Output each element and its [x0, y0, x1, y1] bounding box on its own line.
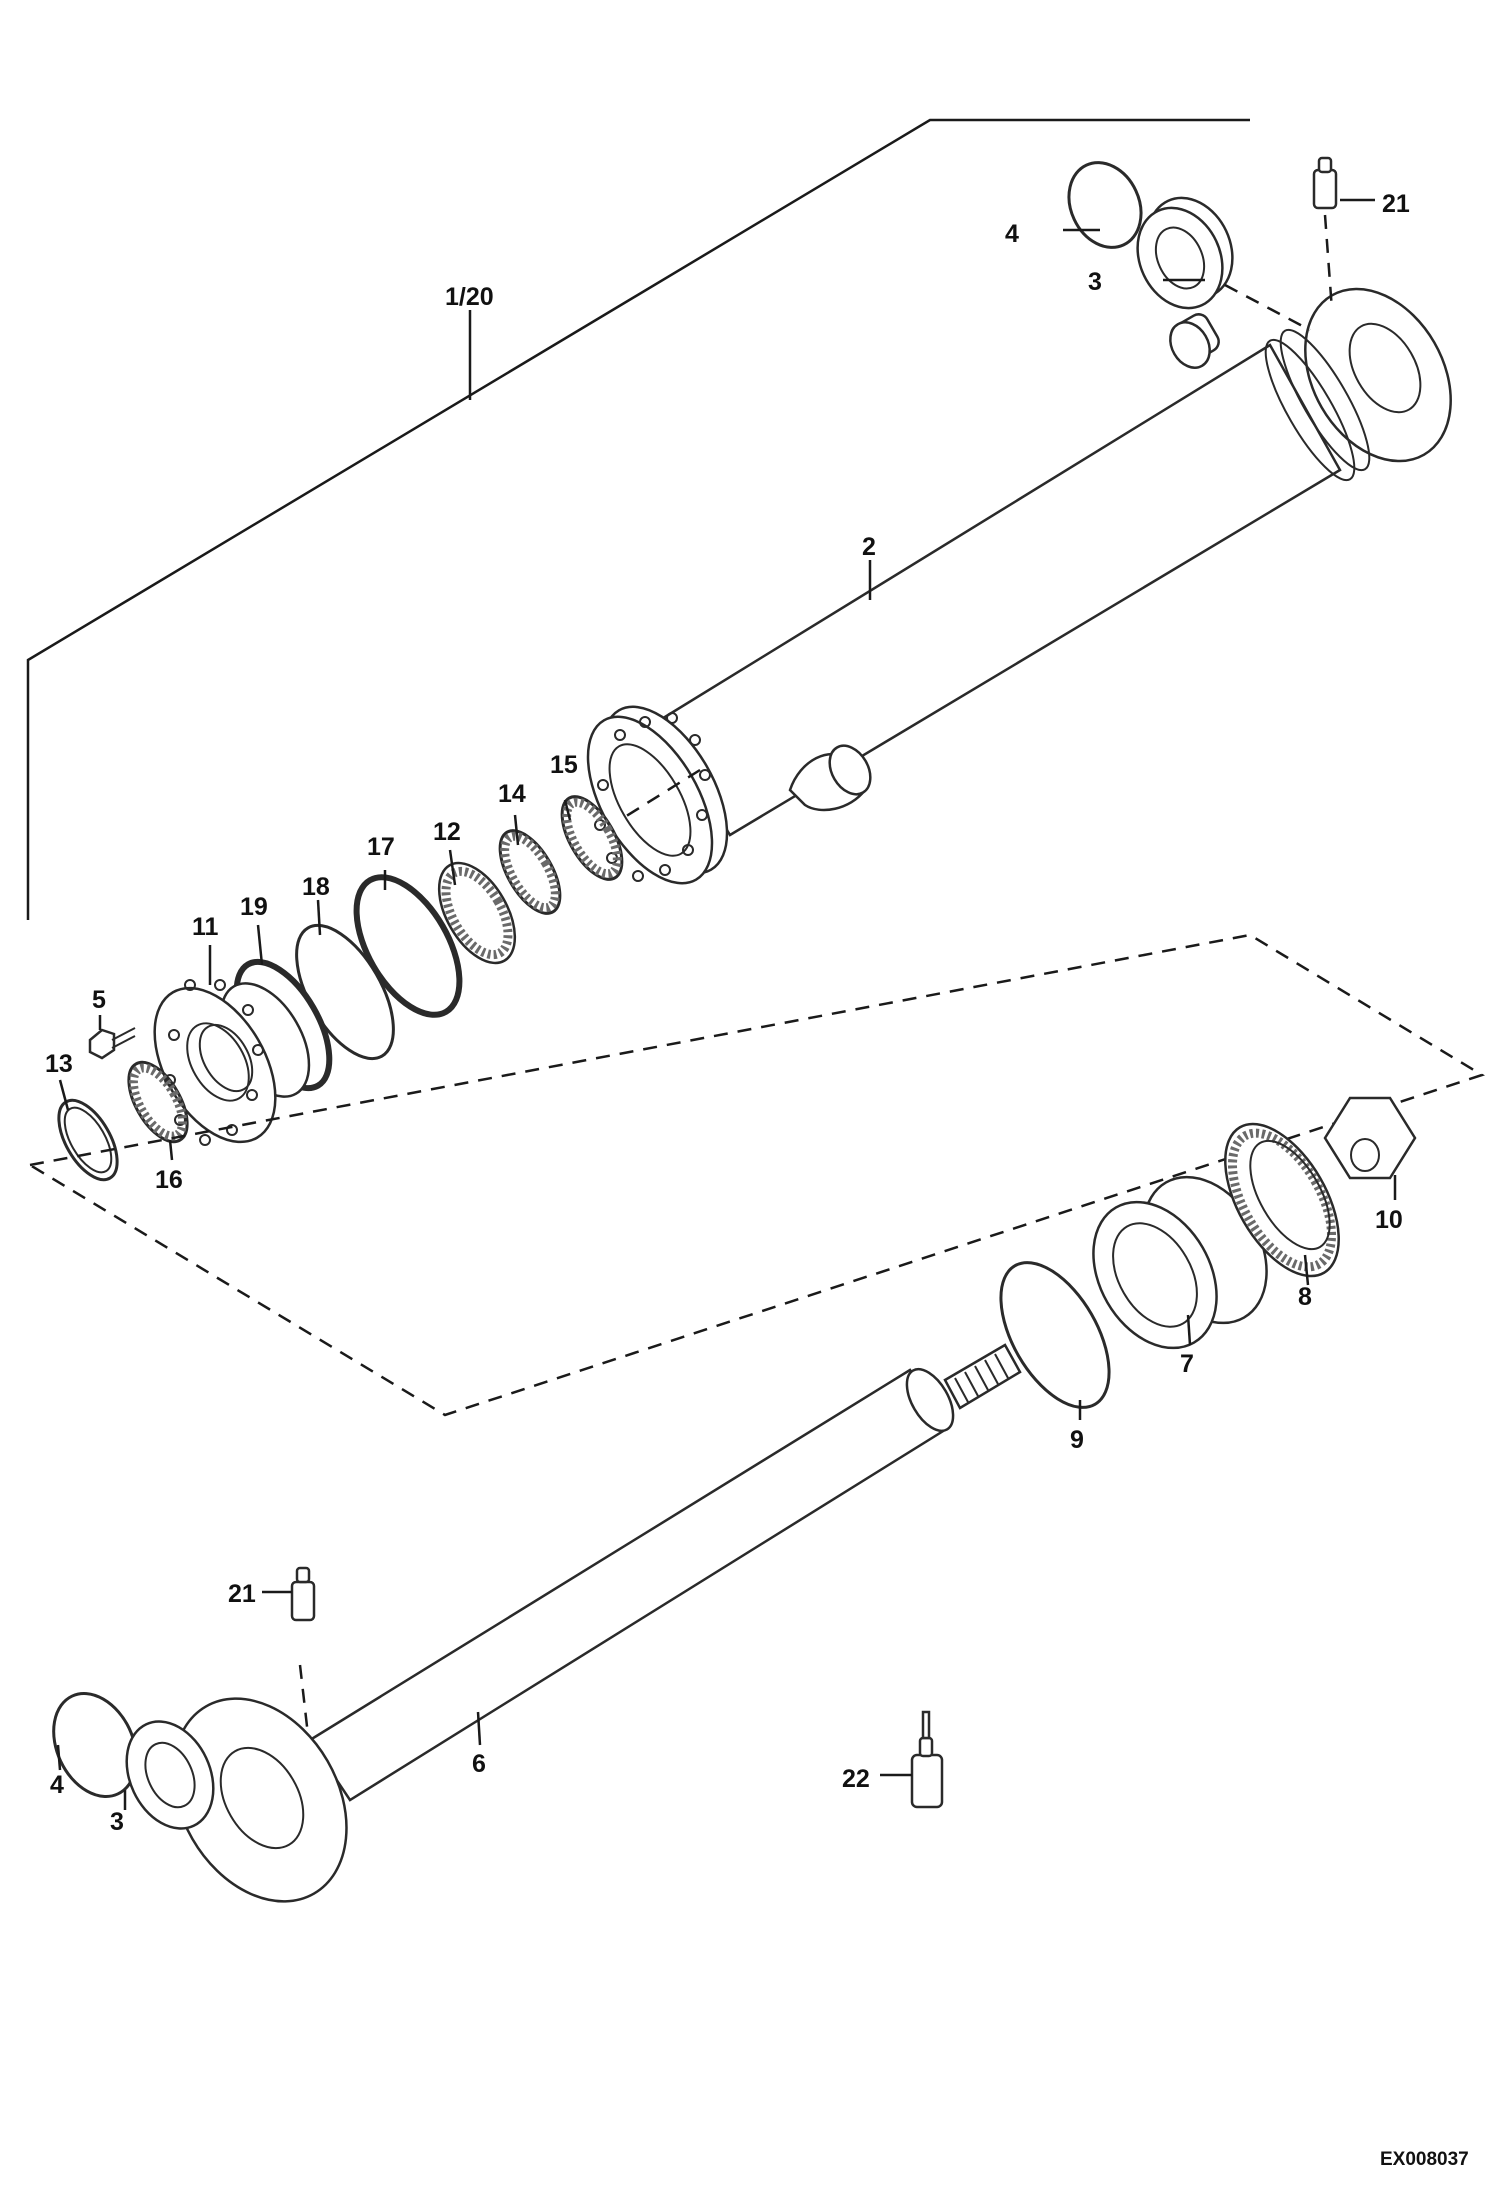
assembly-bracket [26, 118, 1250, 920]
bolt-5 [88, 1027, 136, 1060]
callout-14: 14 [498, 780, 526, 808]
sealant-tube-22 [910, 1710, 944, 1809]
ring-8 [1224, 1122, 1340, 1278]
top-eye-parts [1067, 156, 1338, 332]
bushing-bottom [125, 1720, 215, 1830]
nut-10 [1323, 1096, 1417, 1180]
ring-9 [999, 1261, 1111, 1409]
callout-11: 11 [192, 913, 219, 941]
head-bolt-holes [164, 979, 264, 1146]
cylinder-head-11 [153, 986, 277, 1144]
callout-1-20: 1/20 [445, 283, 494, 311]
callout-16: 16 [155, 1166, 183, 1194]
callout-3-bottom: 3 [110, 1808, 124, 1836]
callout-4-bottom: 4 [50, 1771, 64, 1799]
callout-5: 5 [92, 986, 106, 1014]
thread [954, 1353, 1009, 1403]
callout-21-bottom: 21 [228, 1580, 256, 1608]
callout-9: 9 [1070, 1426, 1084, 1454]
callout-15: 15 [550, 751, 578, 779]
callout-labels: 1/20 2 3 3 4 4 5 6 7 8 9 10 11 12 13 14 … [45, 190, 1469, 2170]
bottom-eye-parts [52, 1566, 316, 1830]
seal-12 [437, 861, 517, 965]
ring-13 [57, 1098, 119, 1182]
o-ring-17 [353, 874, 463, 1018]
callout-3-top: 3 [1088, 268, 1102, 296]
callout-6: 6 [472, 1750, 486, 1778]
callout-12: 12 [433, 818, 461, 846]
callout-19: 19 [240, 893, 268, 921]
snap-ring-bottom [52, 1691, 138, 1799]
callout-10: 10 [1375, 1206, 1403, 1234]
piston-7 [1092, 1200, 1218, 1350]
piston-parts [999, 1096, 1417, 1409]
seal-stack [57, 768, 701, 1182]
callout-2: 2 [862, 533, 876, 561]
callout-18: 18 [302, 873, 330, 901]
grease-nipple-top [1312, 156, 1338, 210]
cylinder-tube [586, 287, 1452, 885]
leader-lines [56, 198, 1397, 1810]
callout-22: 22 [842, 1765, 870, 1793]
flange-bolt-holes [594, 712, 711, 882]
piston-rod [172, 1343, 1022, 1903]
piston-group-outline [26, 933, 1485, 1417]
grease-nipple-bottom [290, 1566, 316, 1622]
callout-8: 8 [1298, 1283, 1312, 1311]
callout-4-top: 4 [1005, 220, 1019, 248]
callout-7: 7 [1180, 1350, 1194, 1378]
callout-17: 17 [367, 833, 395, 861]
snap-ring-top [1067, 161, 1143, 249]
reference-code: EX008037 [1380, 2149, 1469, 2170]
callout-13: 13 [45, 1050, 73, 1078]
callout-21-top: 21 [1382, 190, 1410, 218]
